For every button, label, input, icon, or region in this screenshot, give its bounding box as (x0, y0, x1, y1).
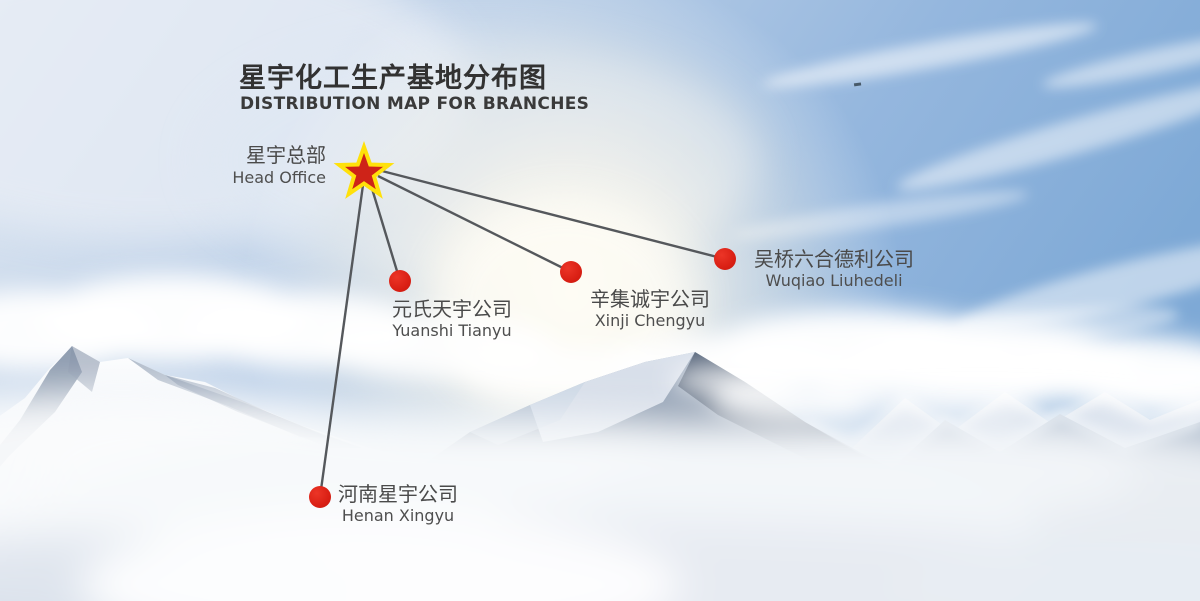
branch-label-henan: 河南星宇公司 Henan Xingyu (318, 482, 478, 526)
branch-name-en: Henan Xingyu (341, 506, 455, 525)
branch-label-xinji: 辛集诚宇公司 Xinji Chengyu (560, 287, 740, 331)
branch-name-zh: 辛集诚宇公司 (590, 287, 710, 311)
page-title-en: DISTRIBUTION MAP FOR BRANCHES (240, 94, 590, 114)
branch-name-en: Wuqiao Liuhedeli (765, 271, 903, 290)
branch-marker-xinji (560, 261, 582, 283)
branch-name-zh: 元氏天宇公司 (392, 297, 512, 321)
distant-bird-speck (853, 82, 862, 87)
connector-lines (318, 169, 726, 498)
branch-label-yuanshi: 元氏天宇公司 Yuanshi Tianyu (362, 297, 542, 341)
branch-name-zh: 吴桥六合德利公司 (754, 247, 914, 271)
head-office-name-en: Head Office (232, 168, 326, 187)
branch-name-en: Yuanshi Tianyu (392, 321, 512, 340)
page-title-zh: 星宇化工生产基地分布图 (239, 63, 547, 94)
line-to-xinji (377, 174, 572, 274)
branch-label-wuqiao: 吴桥六合德利公司 Wuqiao Liuhedeli (748, 247, 920, 291)
line-to-wuqiao (381, 169, 726, 261)
branch-marker-wuqiao (714, 248, 736, 270)
branch-marker-yuanshi (389, 270, 411, 292)
branch-name-zh: 河南星宇公司 (338, 482, 458, 506)
line-to-henan (318, 184, 365, 498)
head-office-star-icon (333, 141, 395, 199)
branch-name-en: Xinji Chengyu (594, 311, 706, 330)
head-office-name-zh: 星宇总部 (246, 143, 326, 167)
branch-marker-henan (309, 486, 331, 508)
line-to-yuanshi (368, 181, 402, 282)
head-office-label: 星宇总部 Head Office (150, 143, 326, 187)
